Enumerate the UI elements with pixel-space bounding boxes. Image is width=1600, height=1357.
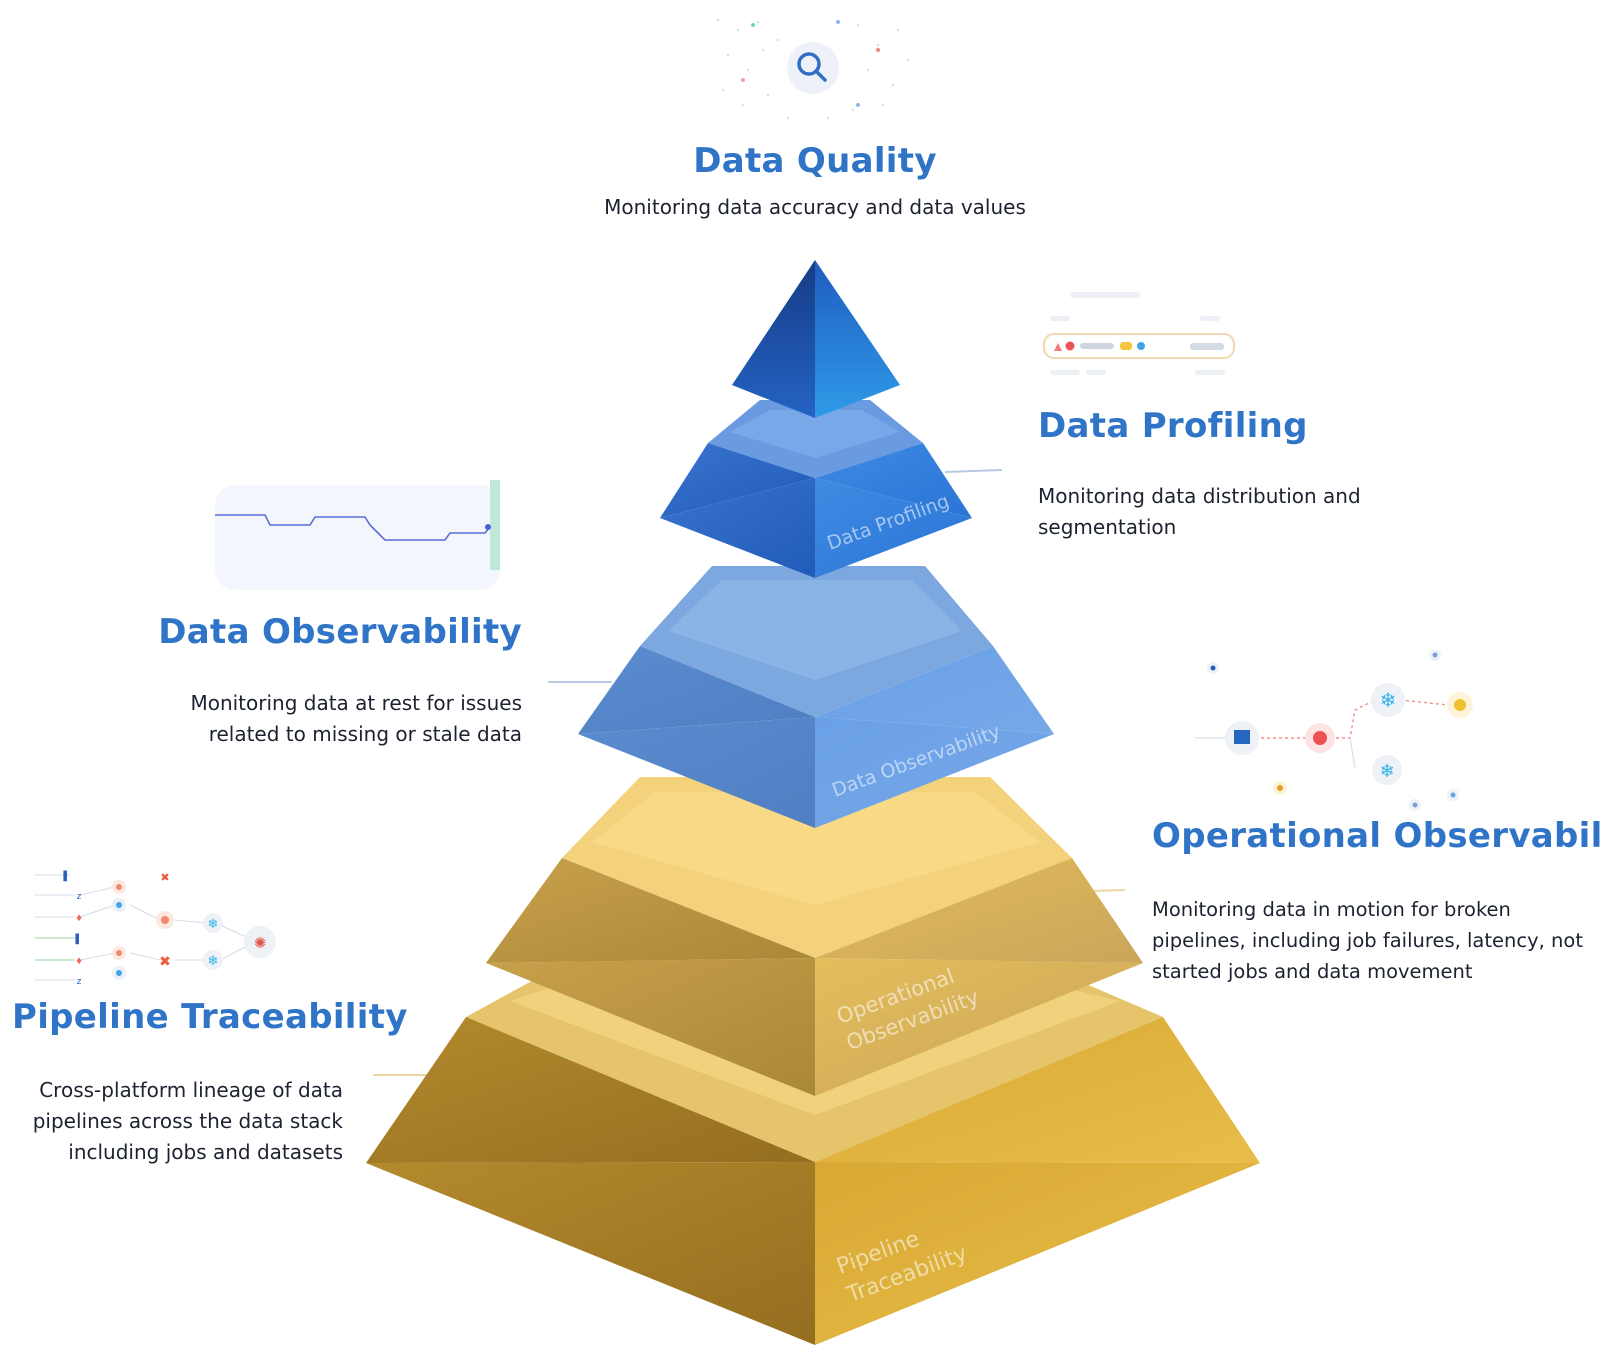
svg-text:❄: ❄ <box>208 917 219 932</box>
search-icon <box>797 52 827 82</box>
pyramid-tier-operational-observability <box>486 777 1143 1096</box>
svg-text:❄: ❄ <box>1380 688 1397 712</box>
svg-text:❄: ❄ <box>1379 761 1394 782</box>
svg-text:z: z <box>77 977 82 987</box>
svg-text:z: z <box>77 892 82 902</box>
data-observability-description: Monitoring data at rest for issues relat… <box>190 691 522 746</box>
svg-text:♦: ♦ <box>75 957 83 967</box>
pipeline-graph-icon: ▌ z ♦ ▌ ♦ z ✖ ✖ ❄ ❄ ✺ <box>35 870 276 987</box>
svg-text:♦: ♦ <box>75 914 83 924</box>
data-quality-title: Data Quality <box>693 141 937 181</box>
pipeline-traceability-title: Pipeline Traceability <box>12 997 408 1037</box>
data-observability-illustration <box>215 480 500 590</box>
pyramid-tier-data-profiling <box>660 400 972 578</box>
line-chart-icon <box>215 514 491 541</box>
svg-text:✖: ✖ <box>160 871 169 884</box>
pyramid-tier-data-quality <box>732 260 900 418</box>
data-profiling-illustration <box>1043 292 1235 375</box>
data-observability-title: Data Observability <box>158 612 522 652</box>
data-profiling-title: Data Profiling <box>1038 406 1308 446</box>
pipeline-traceability-illustration: ▌ z ♦ ▌ ♦ z ✖ ✖ ❄ ❄ ✺ <box>35 870 276 987</box>
data-quality-description: Monitoring data accuracy and data values <box>604 195 1026 219</box>
svg-text:▌: ▌ <box>75 933 83 945</box>
operational-observability-title: Operational Observability <box>1152 816 1600 856</box>
svg-text:✖: ✖ <box>159 954 171 970</box>
lineage-graph-icon: ❄ ❄ <box>1195 650 1473 811</box>
pipeline-traceability-description: Cross-platform lineage of data pipelines… <box>32 1078 343 1164</box>
profile-bar-icon <box>1043 333 1235 359</box>
operational-observability-illustration: ❄ ❄ <box>1195 650 1473 811</box>
pyramid-tier-data-observability <box>578 566 1054 828</box>
operational-observability-description: Monitoring data in motion for broken pip… <box>1152 898 1583 983</box>
data-profiling-description: Monitoring data distribution and segment… <box>1038 484 1361 539</box>
svg-text:▌: ▌ <box>63 870 71 882</box>
svg-text:❄: ❄ <box>208 954 219 969</box>
svg-text:✺: ✺ <box>254 934 267 952</box>
data-quality-illustration <box>716 18 910 120</box>
